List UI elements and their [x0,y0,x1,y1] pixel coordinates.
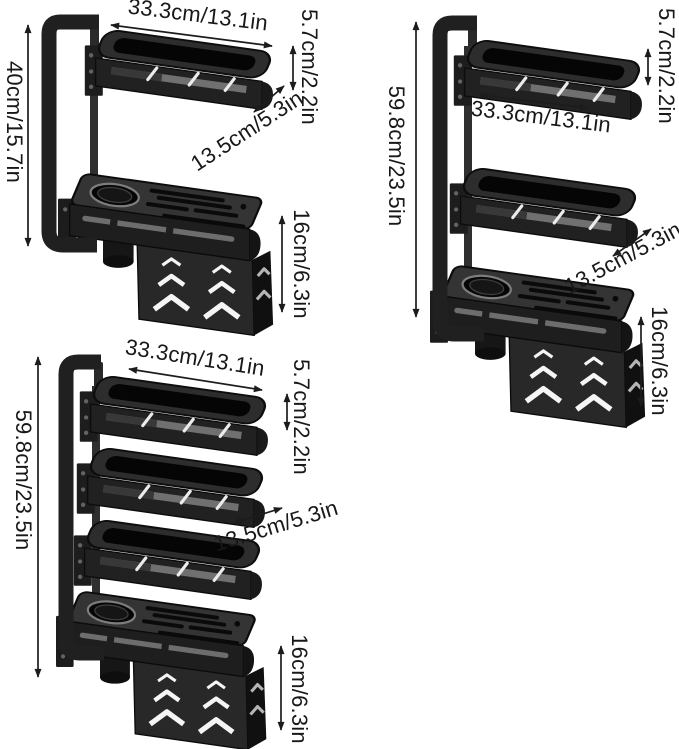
dimension-arrow-width [479,92,589,111]
figure-art-two-tier-rack [41,14,276,335]
basket-tier [448,165,641,249]
dimension-arrow-depth [233,507,283,524]
dimension-label-total-height: 59.8cm/23.5in [11,409,36,551]
dimension-label-organizer-height: 16cm/6.3in [289,209,314,319]
wall-bracket [58,354,104,661]
dimension-label-organizer-height: 16cm/6.3in [287,634,312,744]
basket-tier [83,27,276,111]
dimension-arrow-width [128,366,263,393]
rotation-pole [464,46,472,270]
dimension-label-tier-height: 5.7cm/2.2in [289,359,314,475]
dimension-label-total-height: 40cm/15.7in [2,60,27,184]
dimension-label-total-height: 59.8cm/23.5in [384,85,409,227]
basket-tier [75,445,268,529]
figure-art-three-tier-rack [430,15,645,427]
dimension-arrow-width [110,22,273,49]
dimension-label-organizer-height: 16cm/6.3in [647,306,672,416]
bottom-organizer [58,173,273,335]
bottom-organizer [56,591,266,749]
dimension-label-tier-height: 5.7cm/2.2in [654,8,679,124]
dimension-arrow-depth [253,85,285,113]
wall-bracket [432,15,484,342]
wall-bracket [41,14,99,253]
dimension-arrow-depth [612,228,652,257]
bottom-organizer [430,265,645,427]
dimension-arrows [24,21,652,731]
rotation-pole [90,46,98,184]
figure-art-four-tier-rack [56,354,271,749]
